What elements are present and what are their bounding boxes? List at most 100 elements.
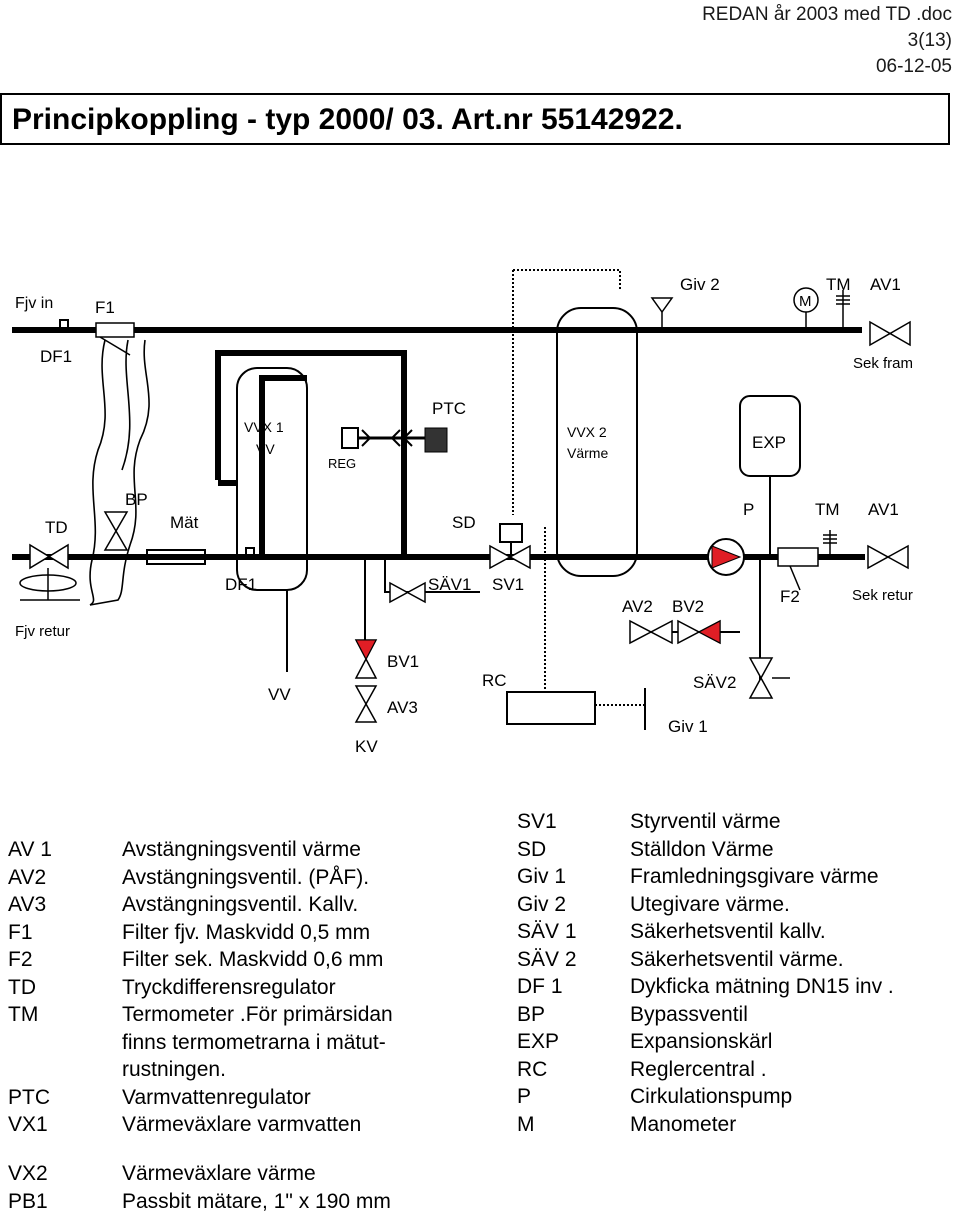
- td-valve-icon: [30, 545, 68, 568]
- legend-description: Reglercentral .: [630, 1056, 767, 1084]
- legend-code: PB1: [8, 1188, 48, 1215]
- ptc-actuator: [425, 428, 447, 452]
- legend-row: EXP Expansionskärl: [517, 1028, 957, 1056]
- legend-description: Varmvattenregulator: [122, 1084, 311, 1112]
- legend-code: DF 1: [517, 973, 563, 1001]
- label-p: P: [743, 500, 754, 519]
- label-sav1: SÄV1: [428, 575, 471, 594]
- legend-description: Filter sek. Maskvidd 0,6 mm: [122, 946, 383, 974]
- legend-row: P Cirkulationspump: [517, 1083, 957, 1111]
- reg-box: [342, 428, 358, 448]
- legend-description: Värmeväxlare värme: [122, 1160, 316, 1188]
- legend-code: Giv 2: [517, 891, 566, 919]
- label-fjv-retur: Fjv retur: [15, 623, 70, 640]
- legend-code: EXP: [517, 1028, 559, 1056]
- giv2-sensor-icon: [652, 298, 672, 312]
- schematic-diagram: Fjv in F1 DF1 Giv 2 M TM AV1 Sek fram VV…: [0, 0, 960, 780]
- f2-filter-icon: [778, 548, 818, 566]
- legend-code: F2: [8, 946, 33, 974]
- legend-code: TM: [8, 1001, 38, 1029]
- legend-description: Passbit mätare, 1" x 190 mm: [122, 1188, 391, 1215]
- av1-bottom-valve-icon: [868, 546, 908, 568]
- label-mat: Mät: [170, 513, 199, 532]
- label-sek-fram: Sek fram: [853, 355, 913, 372]
- legend-row: finns termometrarna i mätut-: [8, 1029, 488, 1057]
- label-av1-top: AV1: [870, 275, 901, 294]
- label-giv2: Giv 2: [680, 275, 720, 294]
- legend-code: BP: [517, 1001, 545, 1029]
- legend-code: SD: [517, 836, 546, 864]
- label-av1-bottom: AV1: [868, 500, 899, 519]
- label-tm-top: TM: [826, 275, 851, 294]
- sav1-valve-icon: [390, 583, 425, 602]
- label-df1-top: DF1: [40, 347, 72, 366]
- label-sd: SD: [452, 513, 476, 532]
- label-f2: F2: [780, 587, 800, 606]
- legend-row: RC Reglercentral .: [517, 1056, 957, 1084]
- label-av2: AV2: [622, 597, 653, 616]
- bp-valve-icon: [105, 512, 127, 550]
- legend-row: rustningen.: [8, 1056, 488, 1084]
- legend-code: RC: [517, 1056, 547, 1084]
- legend-code: AV3: [8, 891, 46, 919]
- label-sv1: SV1: [492, 575, 524, 594]
- legend-code: M: [517, 1111, 535, 1139]
- legend-code: AV2: [8, 864, 46, 892]
- pipe-vv-hot: [218, 353, 404, 555]
- label-bp: BP: [125, 490, 148, 509]
- legend-description: rustningen.: [122, 1056, 226, 1084]
- legend-description: Framledningsgivare värme: [630, 863, 879, 891]
- legend-description: Cirkulationspump: [630, 1083, 792, 1111]
- legend-description: Ställdon Värme: [630, 836, 774, 864]
- legend-code: SÄV 1: [517, 918, 577, 946]
- legend-description: Värmeväxlare varmvatten: [122, 1111, 361, 1139]
- legend-row: F2 Filter sek. Maskvidd 0,6 mm: [8, 946, 488, 974]
- legend-row: PB1 Passbit mätare, 1" x 190 mm: [8, 1188, 488, 1215]
- vvx2-exchanger: [557, 308, 637, 576]
- av3-valve-icon: [356, 686, 376, 722]
- legend-code: PTC: [8, 1084, 50, 1112]
- av2-valve-icon: [630, 621, 672, 643]
- pump-p-icon: [708, 539, 744, 575]
- label-vv-inner: VV: [256, 441, 275, 457]
- legend-row: Giv 2 Utegivare värme.: [517, 891, 957, 919]
- label-vvx1: VVX 1: [244, 419, 284, 435]
- legend-description: Avstängningsventil. Kallv.: [122, 891, 358, 919]
- label-bv1: BV1: [387, 652, 419, 671]
- label-reg: REG: [328, 456, 356, 471]
- label-varme: Värme: [567, 445, 608, 461]
- label-f1: F1: [95, 298, 115, 317]
- label-df1-bottom: DF1: [225, 575, 257, 594]
- sd-actuator: [500, 524, 522, 542]
- legend-description: Utegivare värme.: [630, 891, 790, 919]
- legend-code: F1: [8, 919, 33, 947]
- thermometer-top-icon: [836, 290, 850, 330]
- label-vv: VV: [268, 685, 291, 704]
- label-rc: RC: [482, 671, 507, 690]
- label-fjv-in: Fjv in: [15, 295, 53, 312]
- label-sav2: SÄV2: [693, 673, 736, 692]
- legend-code: P: [517, 1083, 531, 1111]
- label-kv: KV: [355, 737, 378, 756]
- label-tm-bottom: TM: [815, 500, 840, 519]
- label-vvx2: VVX 2: [567, 424, 607, 440]
- legend-description: Expansionskärl: [630, 1028, 772, 1056]
- control-line-rc: [513, 270, 620, 290]
- legend-row: VX1 Värmeväxlare varmvatten: [8, 1111, 488, 1139]
- label-m: M: [799, 293, 812, 310]
- legend-code: VX1: [8, 1111, 48, 1139]
